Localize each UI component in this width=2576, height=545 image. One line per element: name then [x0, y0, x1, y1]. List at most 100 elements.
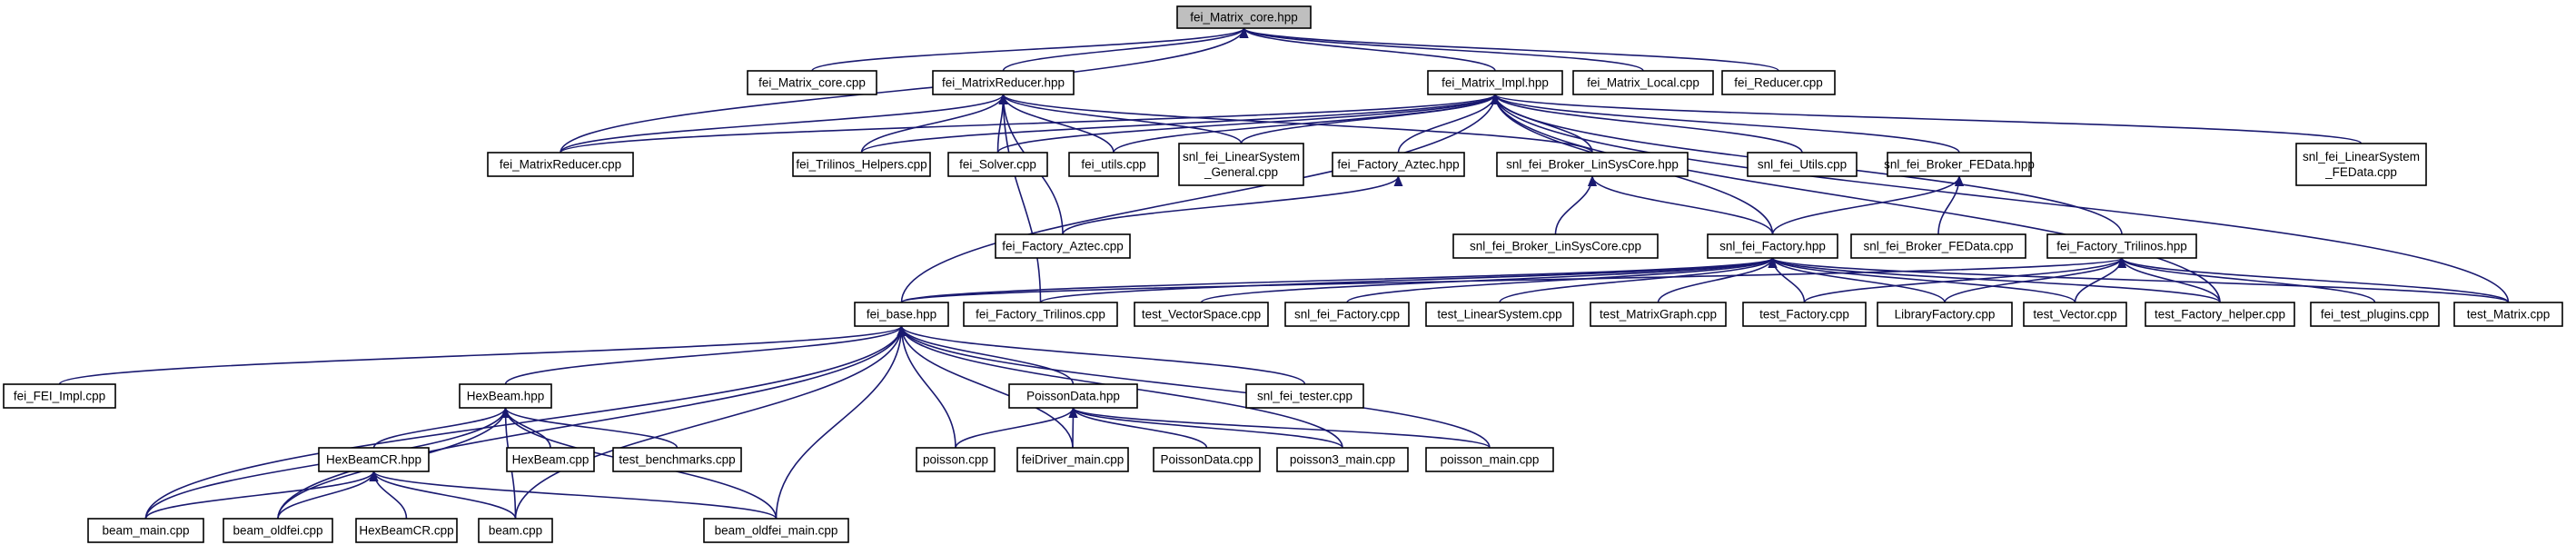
node-box[interactable] [2310, 302, 2440, 327]
node-box[interactable] [1887, 152, 2032, 177]
node-box[interactable] [703, 518, 849, 543]
node-test-matrixgraph-cpp[interactable]: test_MatrixGraph.cpp [1590, 302, 1727, 327]
node-box[interactable] [1590, 302, 1727, 327]
node-poisson3-main-cpp[interactable]: poisson3_main.cpp [1276, 447, 1409, 472]
node-snl-fei-utils-cpp[interactable]: snl_fei_Utils.cpp [1747, 152, 1858, 177]
node-snl-fei-factory-hpp[interactable]: snl_fei_Factory.hpp [1707, 233, 1838, 259]
node-box[interactable] [1134, 302, 1269, 327]
node-fei-matrix-local-cpp[interactable]: fei_Matrix_Local.cpp [1572, 70, 1714, 95]
node-box[interactable] [1877, 302, 2013, 327]
node-fei-factory-trilinos-hpp[interactable]: fei_Factory_Trilinos.hpp [2046, 233, 2197, 259]
node-fei-matrix-impl-hpp[interactable]: fei_Matrix_Impl.hpp [1427, 70, 1563, 95]
node-fei-solver-cpp[interactable]: fei_Solver.cpp [947, 152, 1048, 177]
node-box[interactable] [947, 152, 1048, 177]
node-box[interactable] [1742, 302, 1867, 327]
node-snl-fei-linearsystem-general-cpp[interactable]: snl_fei_LinearSystem_General.cpp [1178, 143, 1304, 186]
node-hexbeam-cpp[interactable]: HexBeam.cpp [506, 447, 595, 472]
node-fei-fei-impl-cpp[interactable]: fei_FEI_Impl.cpp [3, 383, 116, 409]
node-snl-fei-factory-cpp[interactable]: snl_fei_Factory.cpp [1284, 302, 1410, 327]
node-fei-matrix-core-cpp[interactable]: fei_Matrix_core.cpp [747, 70, 877, 95]
node-box[interactable] [478, 518, 553, 543]
node-snl-fei-broker-fedata-cpp[interactable]: snl_fei_Broker_FEData.cpp [1850, 233, 2026, 259]
node-libraryfactory-cpp[interactable]: LibraryFactory.cpp [1877, 302, 2013, 327]
node-box[interactable] [459, 383, 552, 409]
node-box[interactable] [1425, 302, 1574, 327]
node-box[interactable] [318, 447, 430, 472]
node-hexbeamcr-hpp[interactable]: HexBeamCR.hpp [318, 447, 430, 472]
node-poisson-cpp[interactable]: poisson.cpp [916, 447, 996, 472]
node-fei-matrixreducer-cpp[interactable]: fei_MatrixReducer.cpp [487, 152, 634, 177]
node-box[interactable] [1427, 70, 1563, 95]
node-box[interactable] [1452, 233, 1659, 259]
node-fei-trilinos-helpers-cpp[interactable]: fei_Trilinos_Helpers.cpp [792, 152, 931, 177]
node-box[interactable] [1747, 152, 1858, 177]
node-beam-main-cpp[interactable]: beam_main.cpp [87, 518, 204, 543]
node-test-vector-cpp[interactable]: test_Vector.cpp [2023, 302, 2127, 327]
node-beam-oldfei-main-cpp[interactable]: beam_oldfei_main.cpp [703, 518, 849, 543]
node-box[interactable] [355, 518, 458, 543]
node-fei-matrix-core-hpp[interactable]: fei_Matrix_core.hpp [1176, 5, 1312, 29]
node-box[interactable] [1245, 383, 1364, 409]
node-snl-fei-broker-fedata-hpp[interactable]: snl_fei_Broker_FEData.hpp [1884, 152, 2035, 177]
node-box[interactable] [747, 70, 877, 95]
node-box[interactable] [1850, 233, 2026, 259]
node-feidriver-main-cpp[interactable]: feiDriver_main.cpp [1016, 447, 1129, 472]
node-test-matrix-cpp[interactable]: test_Matrix.cpp [2453, 302, 2563, 327]
node-fei-factory-trilinos-cpp[interactable]: fei_Factory_Trilinos.cpp [963, 302, 1118, 327]
node-test-vectorspace-cpp[interactable]: test_VectorSpace.cpp [1134, 302, 1269, 327]
node-box[interactable] [1008, 383, 1138, 409]
node-hexbeamcr-cpp[interactable]: HexBeamCR.cpp [355, 518, 458, 543]
node-box[interactable] [2023, 302, 2127, 327]
node-box[interactable] [1332, 152, 1465, 177]
node-box[interactable] [1176, 5, 1312, 29]
node-test-benchmarks-cpp[interactable]: test_benchmarks.cpp [612, 447, 742, 472]
node-poisson-main-cpp[interactable]: poisson_main.cpp [1425, 447, 1554, 472]
node-box[interactable] [506, 447, 595, 472]
node-fei-base-hpp[interactable]: fei_base.hpp [854, 302, 949, 327]
node-box[interactable] [1721, 70, 1836, 95]
node-box[interactable] [963, 302, 1118, 327]
node-box[interactable] [1068, 152, 1159, 177]
node-snl-fei-linearsystem-fedata-cpp[interactable]: snl_fei_LinearSystem_FEData.cpp [2295, 143, 2427, 186]
node-box[interactable] [932, 70, 1075, 95]
node-box[interactable] [87, 518, 204, 543]
node-box[interactable] [916, 447, 996, 472]
node-fei-factory-aztec-cpp[interactable]: fei_Factory_Aztec.cpp [995, 233, 1131, 259]
node-box[interactable] [1276, 447, 1409, 472]
node-box[interactable] [3, 383, 116, 409]
node-box[interactable] [1425, 447, 1554, 472]
node-box[interactable] [1496, 152, 1689, 177]
node-hexbeam-hpp[interactable]: HexBeam.hpp [459, 383, 552, 409]
node-box[interactable] [612, 447, 742, 472]
node-poissondata-hpp[interactable]: PoissonData.hpp [1008, 383, 1138, 409]
node-fei-utils-cpp[interactable]: fei_utils.cpp [1068, 152, 1159, 177]
node-box[interactable] [854, 302, 949, 327]
node-snl-fei-broker-linsyscore-hpp[interactable]: snl_fei_Broker_LinSysCore.hpp [1496, 152, 1689, 177]
node-box[interactable] [1707, 233, 1838, 259]
node-box[interactable] [1016, 447, 1129, 472]
node-box[interactable] [487, 152, 634, 177]
node-box[interactable] [1153, 447, 1261, 472]
node-fei-reducer-cpp[interactable]: fei_Reducer.cpp [1721, 70, 1836, 95]
node-poissondata-cpp[interactable]: PoissonData.cpp [1153, 447, 1261, 472]
node-box[interactable] [1284, 302, 1410, 327]
node-box[interactable] [2145, 302, 2295, 327]
node-fei-test-plugins-cpp[interactable]: fei_test_plugins.cpp [2310, 302, 2440, 327]
node-box[interactable] [995, 233, 1131, 259]
node-box[interactable] [1178, 143, 1304, 186]
node-beam-cpp[interactable]: beam.cpp [478, 518, 553, 543]
node-beam-oldfei-cpp[interactable]: beam_oldfei.cpp [223, 518, 333, 543]
node-snl-fei-tester-cpp[interactable]: snl_fei_tester.cpp [1245, 383, 1364, 409]
node-box[interactable] [792, 152, 931, 177]
node-snl-fei-broker-linsyscore-cpp[interactable]: snl_fei_Broker_LinSysCore.cpp [1452, 233, 1659, 259]
node-test-factory-helper-cpp[interactable]: test_Factory_helper.cpp [2145, 302, 2295, 327]
node-box[interactable] [2046, 233, 2197, 259]
node-fei-matrixreducer-hpp[interactable]: fei_MatrixReducer.hpp [932, 70, 1075, 95]
node-fei-factory-aztec-hpp[interactable]: fei_Factory_Aztec.hpp [1332, 152, 1465, 177]
node-box[interactable] [223, 518, 333, 543]
node-box[interactable] [1572, 70, 1714, 95]
node-box[interactable] [2295, 143, 2427, 186]
node-box[interactable] [2453, 302, 2563, 327]
node-test-factory-cpp[interactable]: test_Factory.cpp [1742, 302, 1867, 327]
node-test-linearsystem-cpp[interactable]: test_LinearSystem.cpp [1425, 302, 1574, 327]
